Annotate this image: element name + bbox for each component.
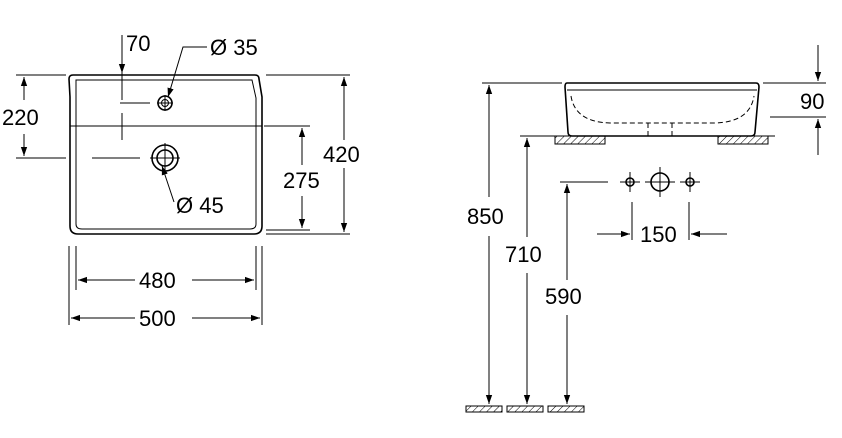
overall-width-label: 500 xyxy=(139,306,176,331)
counter-hatch-right xyxy=(717,135,769,145)
basin-outline xyxy=(68,74,263,235)
mount-height-label: 710 xyxy=(505,242,542,267)
basin-inner-outline xyxy=(75,79,257,230)
tap-hole-diameter-label: Ø 35 xyxy=(210,35,258,60)
basin-height-label: 90 xyxy=(800,89,824,114)
waste-outlet-height-label: 590 xyxy=(545,284,582,309)
tap-to-waste-depth-label: 220 xyxy=(2,105,39,130)
tap-offset-label: 70 xyxy=(126,31,150,56)
side-view: 90 150 850 710 5 xyxy=(465,45,826,413)
waste-diameter-label: Ø 45 xyxy=(176,193,224,218)
basin-side-outline xyxy=(564,82,760,137)
top-height-label: 850 xyxy=(467,204,504,229)
tap-centres-symbols xyxy=(620,167,700,197)
tap-centres-label: 150 xyxy=(640,222,677,247)
top-view: 70 Ø 35 Ø 45 220 275 420 480 xyxy=(2,31,360,331)
overall-depth-label: 420 xyxy=(323,142,360,167)
waste-to-front-label: 275 xyxy=(283,168,320,193)
floor-symbols xyxy=(465,405,585,413)
bowl-hidden-line xyxy=(570,95,755,124)
inner-width-label: 480 xyxy=(139,268,176,293)
counter-hatch-left xyxy=(554,135,606,145)
